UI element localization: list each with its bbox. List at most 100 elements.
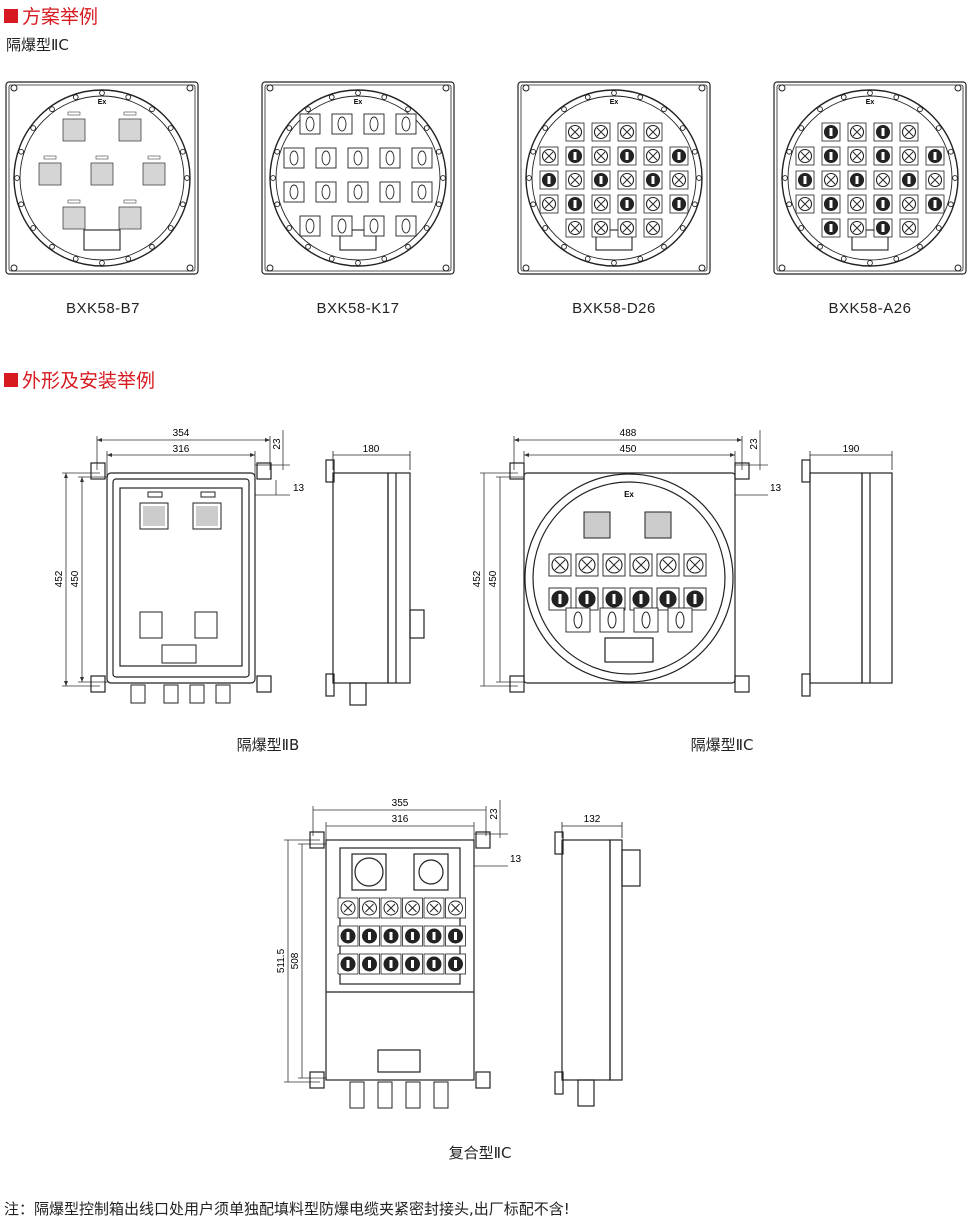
- bolt-icon: [798, 125, 805, 131]
- lamp-icon: [826, 175, 836, 185]
- button-mark: [829, 200, 833, 208]
- switch-plate: [283, 181, 305, 203]
- bolt-icon: [72, 94, 79, 101]
- button-mark: [625, 152, 629, 160]
- bolt-icon: [786, 201, 793, 208]
- bolt-icon: [561, 106, 567, 113]
- bolt-icon: [435, 148, 442, 155]
- switch-plate: [347, 181, 369, 203]
- panel-frame-inner: [776, 84, 964, 272]
- rotary-switch-icon: [385, 150, 395, 166]
- bolt-icon: [99, 260, 105, 266]
- lamp-cross: [386, 903, 396, 913]
- lamp-icon: [904, 223, 914, 233]
- button-mark: [881, 152, 885, 160]
- rotary-switch-icon: [321, 150, 331, 166]
- label-plate: [43, 155, 57, 160]
- button-mark: [829, 224, 833, 232]
- mount-hole-icon: [266, 84, 274, 92]
- switch-plate: [395, 215, 417, 237]
- bolt-icon: [286, 125, 293, 131]
- bolt-icon: [355, 260, 361, 266]
- model-label-b7: BXK58-B7: [65, 300, 141, 317]
- bolt-icon: [167, 225, 174, 231]
- button-mark: [454, 960, 457, 968]
- panel-frame: [517, 81, 711, 275]
- switch-plate: [411, 181, 433, 203]
- bolt-icon: [935, 225, 942, 231]
- button-mark: [599, 176, 603, 184]
- lamp-icon: [544, 151, 554, 161]
- button-mark: [411, 932, 414, 940]
- lamp-icon: [852, 151, 862, 161]
- bolt-icon: [661, 243, 667, 250]
- bolt-icon: [423, 225, 430, 231]
- button-mark: [432, 932, 436, 940]
- ex-mark: Ex: [610, 99, 619, 106]
- bolt-icon: [786, 148, 793, 155]
- bolt-icon: [696, 175, 702, 181]
- section-title-install: 外形及安装举例: [4, 366, 155, 393]
- caption-iib: 隔爆型ⅡB: [236, 736, 300, 754]
- scheme-subtitle: 隔爆型ⅡC: [6, 36, 69, 54]
- lamp-icon: [544, 199, 554, 209]
- dim-offset-top: 23: [489, 808, 500, 820]
- footnote: 注：隔爆型控制箱出线口处用户须单独配填料型防爆电缆夹紧密封接头,出厂标配不含!: [4, 1200, 570, 1218]
- mount-hole-icon: [698, 264, 706, 272]
- button-mark: [881, 200, 885, 208]
- ex-mark: Ex: [624, 490, 634, 499]
- button-mark: [573, 200, 577, 208]
- bolt-icon: [661, 106, 667, 113]
- button-mark: [651, 176, 655, 184]
- switch-plate: [331, 113, 353, 135]
- bolt-icon: [947, 148, 954, 155]
- mount-hole-icon: [186, 264, 194, 272]
- caption-combo: 复合型ⅡC: [448, 1144, 512, 1162]
- bolt-icon: [274, 201, 281, 208]
- lamp-icon: [596, 223, 606, 233]
- bolt-icon: [840, 255, 847, 262]
- bolt-icon: [125, 255, 132, 262]
- lamp-icon: [648, 127, 658, 137]
- label-plate: [67, 199, 81, 204]
- ex-mark: Ex: [354, 99, 363, 106]
- dim-height-inner: 508: [290, 952, 301, 969]
- label-plate: [123, 199, 137, 204]
- dim-offset-top: 23: [272, 438, 283, 450]
- dim-depth: 190: [843, 444, 860, 455]
- switch-plate: [379, 147, 401, 169]
- bolt-icon: [679, 125, 686, 131]
- button-mark: [573, 152, 577, 160]
- dim-width-outer: 355: [392, 798, 409, 809]
- lamp-icon: [622, 127, 632, 137]
- lamp-icon: [800, 151, 810, 161]
- mount-hole-icon: [522, 264, 530, 272]
- bolt-icon: [691, 148, 698, 155]
- model-label-k17: BXK58-K17: [316, 300, 400, 317]
- lamp-icon: [570, 175, 580, 185]
- lamp-icon: [648, 223, 658, 233]
- button-mark: [346, 932, 350, 940]
- panel-1: Ex: [261, 81, 455, 275]
- bolt-icon: [952, 175, 958, 181]
- rotary-switch-icon: [385, 184, 395, 200]
- button-mark: [907, 176, 911, 184]
- flange-ring: [269, 89, 447, 267]
- flange-ring-inner: [19, 95, 185, 261]
- lamp-cross: [635, 559, 647, 571]
- bolt-icon: [817, 243, 823, 250]
- button-mark: [693, 594, 697, 604]
- lamp-icon: [852, 127, 862, 137]
- bolt-icon: [355, 90, 361, 96]
- button-mark: [389, 960, 393, 968]
- switch-plate: [411, 147, 433, 169]
- mount-hole-icon: [778, 264, 786, 272]
- flange-ring-inner: [787, 95, 953, 261]
- button-mark: [411, 960, 414, 968]
- dim-height-outer: 511.5: [276, 948, 287, 973]
- bolt-icon: [381, 255, 388, 262]
- mount-hole-icon: [10, 84, 18, 92]
- indicator-grille: [38, 162, 62, 186]
- lamp-cross: [429, 903, 439, 913]
